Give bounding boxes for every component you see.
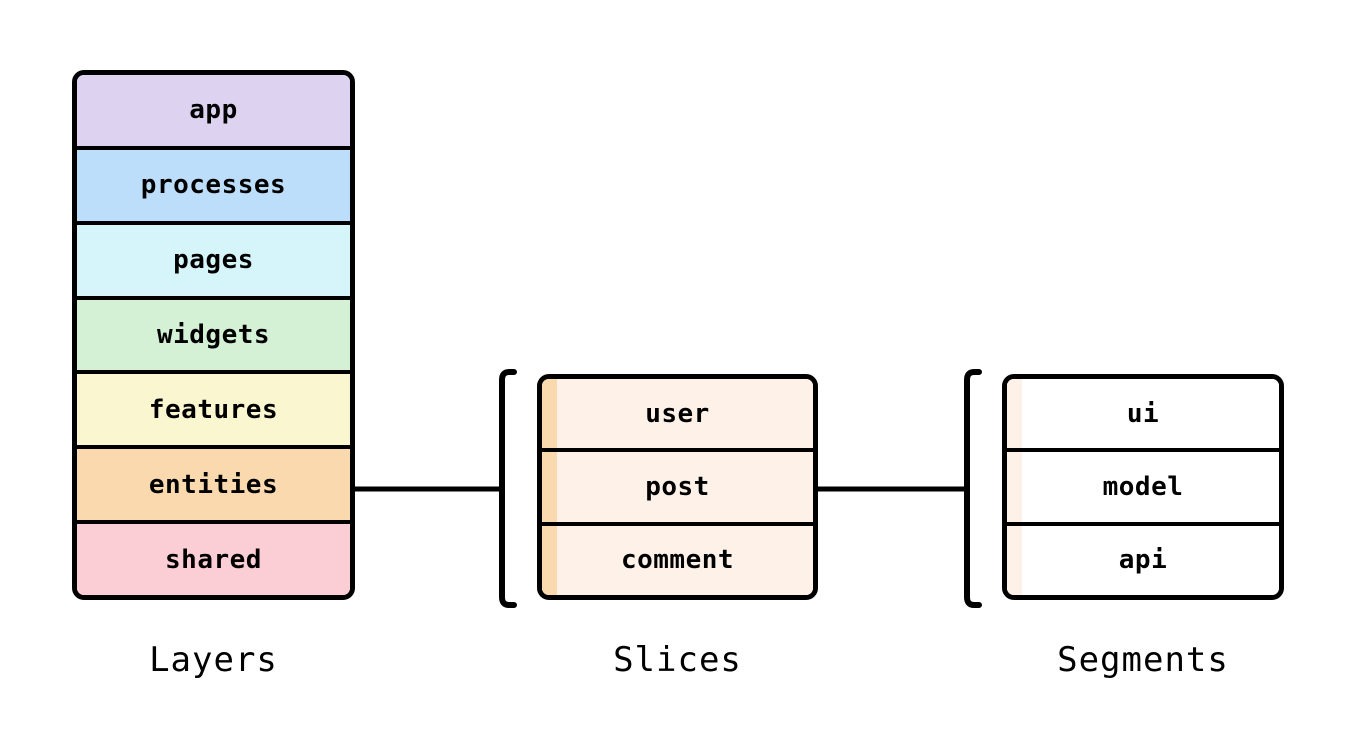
layer-label-shared: shared (165, 544, 262, 575)
slice-accent-stripe (542, 379, 557, 449)
layer-label-app: app (189, 95, 238, 126)
layer-row-shared[interactable]: shared (77, 524, 350, 595)
segment-accent-stripe (1007, 379, 1022, 449)
layer-row-entities[interactable]: entities (77, 449, 350, 525)
slice-row-user[interactable]: user (542, 379, 813, 453)
slice-label-post: post (645, 471, 710, 502)
caption-segments: Segments (1057, 640, 1229, 680)
layer-label-widgets: widgets (156, 320, 271, 350)
slice-label-comment: comment (620, 545, 735, 576)
segment-label-model: model (1102, 471, 1184, 502)
slice-row-post[interactable]: post (542, 452, 813, 526)
layer-row-pages[interactable]: pages (77, 224, 350, 300)
segment-accent-stripe (1007, 452, 1022, 522)
caption-layers: Layers (149, 640, 278, 680)
segment-label-ui: ui (1126, 398, 1160, 429)
segment-row-api[interactable]: api (1007, 525, 1279, 595)
slices-bracket-icon (499, 369, 517, 608)
layer-label-pages: pages (173, 245, 254, 276)
layers-stack: app processes pages widgets features ent… (72, 70, 355, 600)
layer-row-features[interactable]: features (77, 374, 350, 450)
slice-accent-stripe (542, 525, 557, 595)
layer-row-app[interactable]: app (77, 75, 350, 150)
caption-slices: Slices (613, 640, 742, 680)
segment-label-api: api (1118, 545, 1168, 576)
segment-accent-stripe (1007, 525, 1022, 595)
slices-stack: user post comment (537, 374, 818, 600)
segment-row-ui[interactable]: ui (1007, 379, 1279, 453)
layer-label-features: features (148, 394, 279, 425)
slice-label-user: user (645, 398, 710, 429)
slice-accent-stripe (542, 452, 557, 522)
segments-bracket-icon (964, 369, 982, 608)
layer-row-processes[interactable]: processes (77, 149, 350, 225)
segments-stack: ui model api (1002, 374, 1284, 600)
segment-row-model[interactable]: model (1007, 452, 1279, 526)
layer-label-processes: processes (140, 170, 287, 201)
layer-row-widgets[interactable]: widgets (77, 299, 350, 375)
layer-label-entities: entities (148, 469, 279, 500)
slice-row-comment[interactable]: comment (542, 525, 813, 595)
